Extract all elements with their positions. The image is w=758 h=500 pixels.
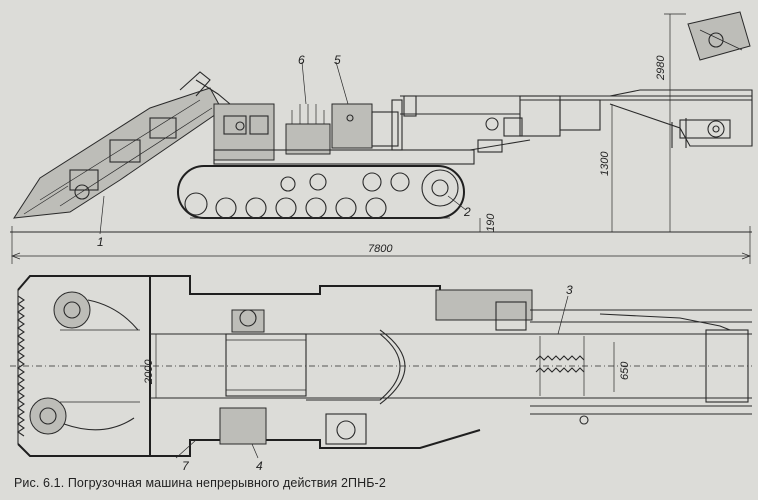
inset-detail bbox=[687, 11, 751, 61]
dim-height-1300: 1300 bbox=[599, 151, 611, 176]
callout-3: 3 bbox=[566, 283, 573, 297]
callout-1: 1 bbox=[97, 235, 104, 249]
callout-7: 7 bbox=[182, 459, 190, 473]
plan-frame bbox=[150, 275, 752, 457]
gathering-head bbox=[17, 275, 151, 457]
loading-ramp bbox=[13, 71, 223, 219]
side-view bbox=[10, 11, 753, 264]
callout-5: 5 bbox=[334, 53, 341, 67]
dim-overall-length: 7800 bbox=[368, 243, 393, 255]
plan-view bbox=[10, 275, 752, 459]
dimension-lines bbox=[11, 13, 751, 264]
callout-2: 2 bbox=[463, 205, 471, 219]
rear-conveyor bbox=[400, 89, 753, 153]
callout-6: 6 bbox=[298, 53, 305, 67]
figure-caption: Рис. 6.1. Погрузочная машина непрерывног… bbox=[14, 476, 386, 490]
machine-body bbox=[213, 95, 475, 165]
dim-width-2000: 2000 bbox=[143, 359, 155, 385]
dim-height-2980: 2980 bbox=[655, 55, 667, 81]
callout-4: 4 bbox=[256, 459, 263, 473]
crawler-track bbox=[177, 165, 465, 219]
dim-width-650: 650 bbox=[619, 361, 631, 380]
dim-clearance-190: 190 bbox=[485, 213, 497, 232]
